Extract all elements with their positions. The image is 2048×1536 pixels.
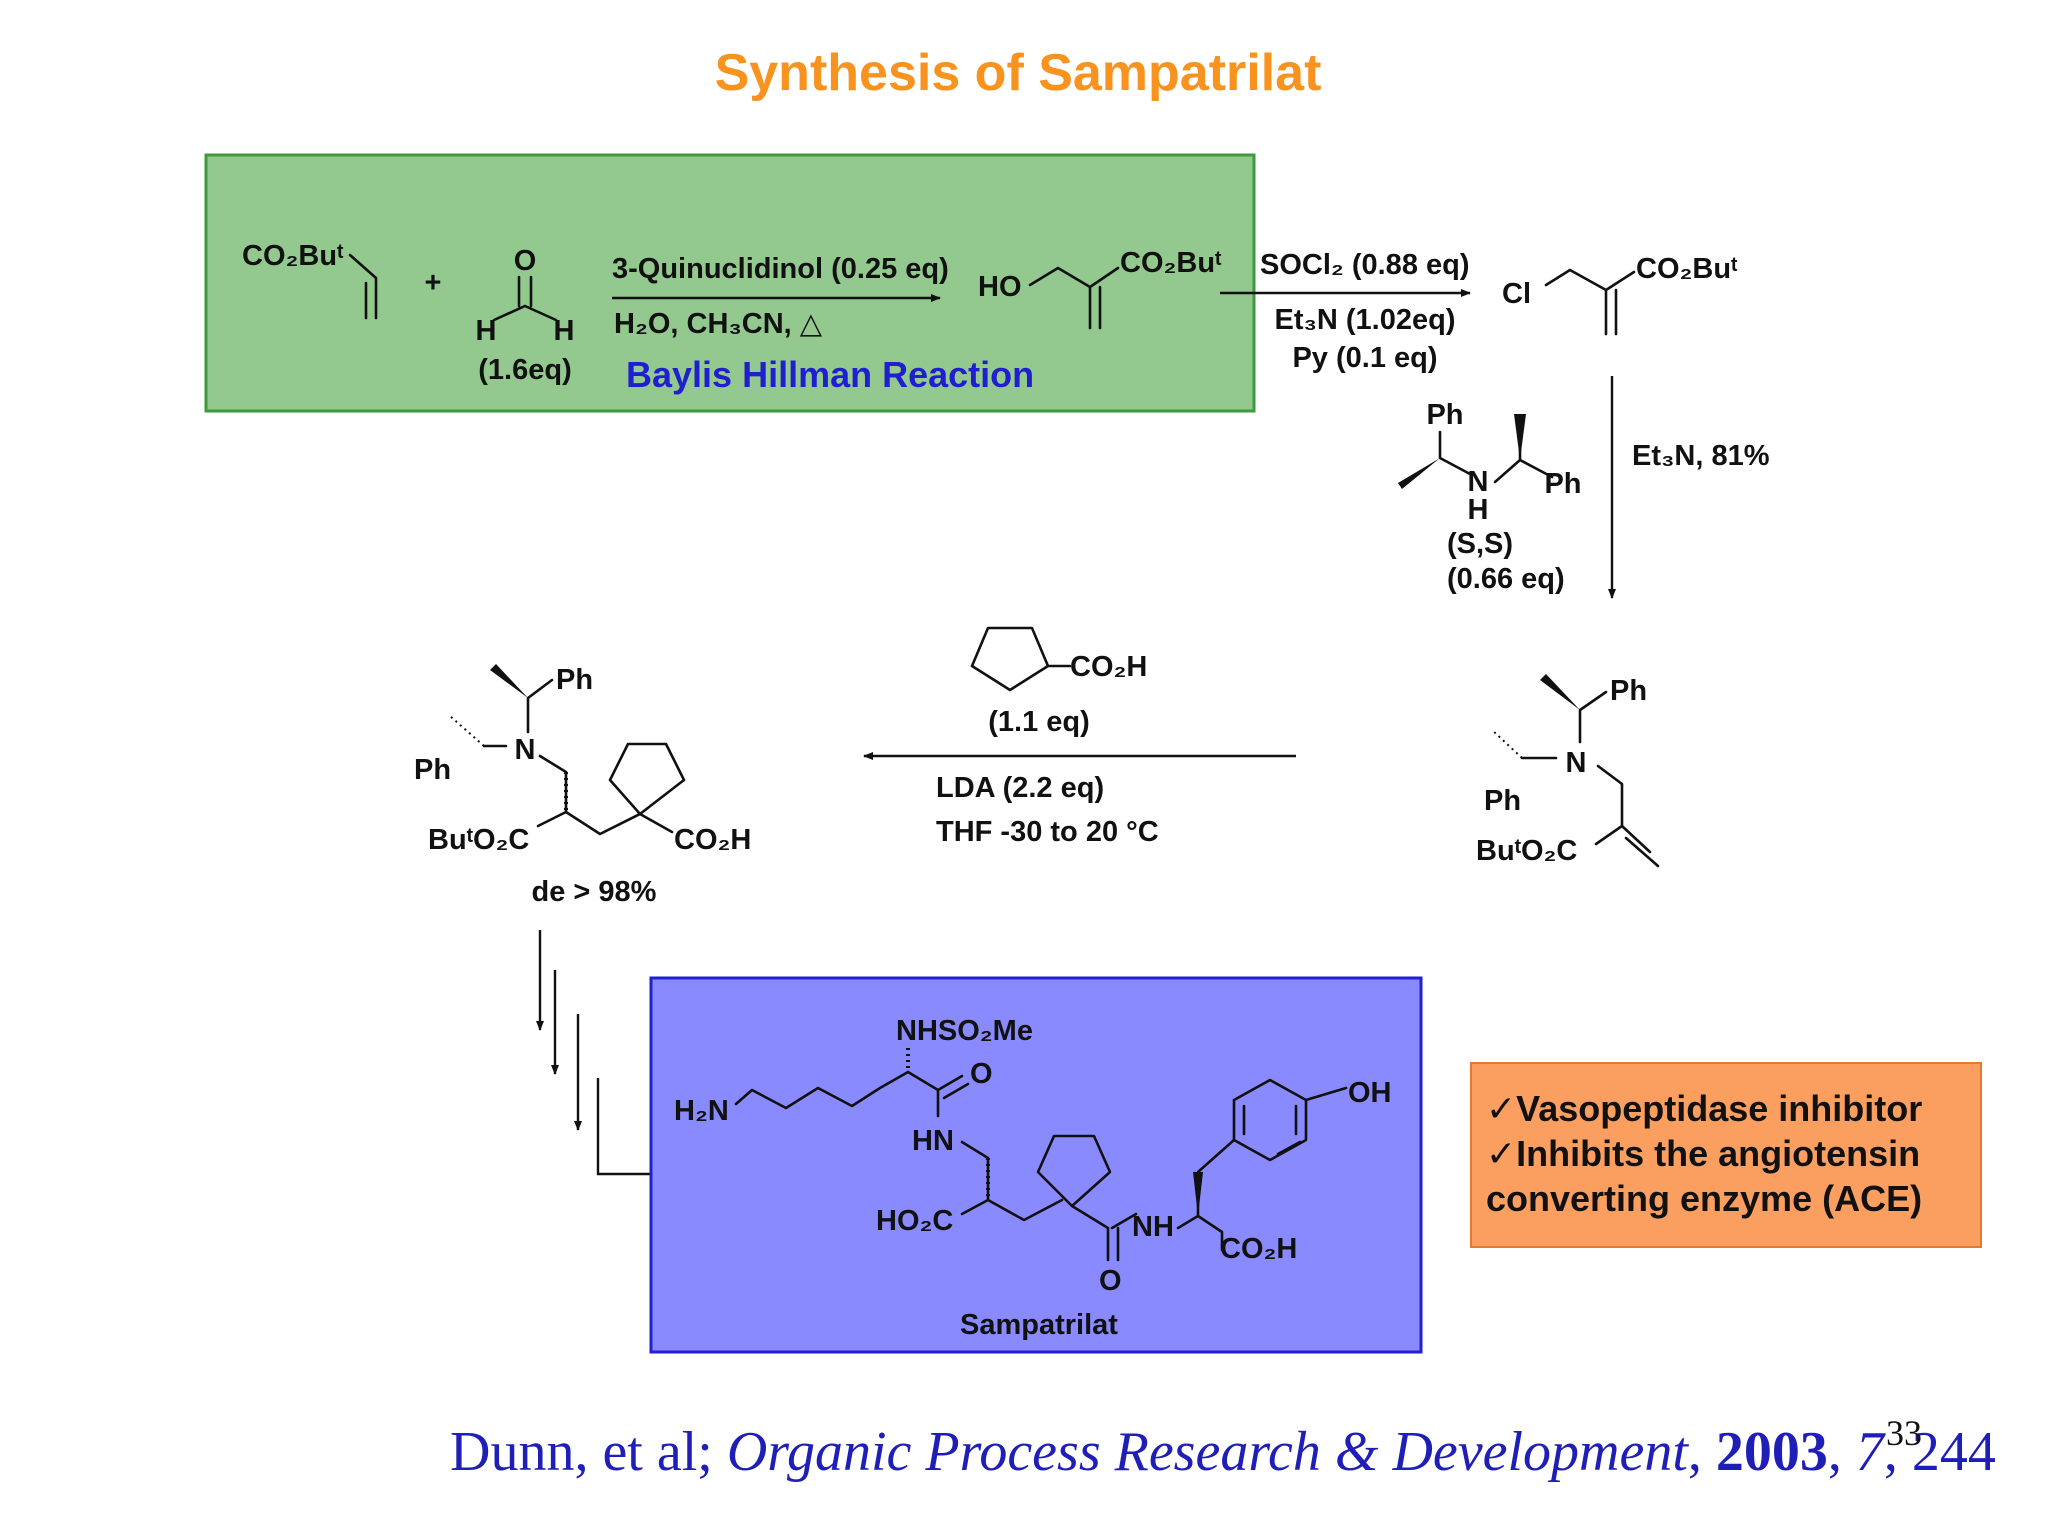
- tyrosine-wedge: [1193, 1172, 1203, 1216]
- allylamine-hash: [1491, 729, 1523, 759]
- amide-oxygen-top: O: [970, 1058, 993, 1090]
- alkyl-ester: BuᵗO₂C: [428, 824, 529, 856]
- citation-sep: ,: [1687, 1421, 1716, 1483]
- citation-year: 2003: [1715, 1421, 1828, 1483]
- alkyl-cyclopentane: [608, 742, 686, 834]
- amide-nh-left: HN: [912, 1125, 954, 1157]
- diastereomeric-excess: de > 98%: [532, 876, 657, 908]
- amide-nh-right: NH: [1132, 1211, 1174, 1243]
- tert-butyl-acrylate: CO₂Buᵗ: [242, 240, 378, 320]
- chlorine-label: Cl: [1502, 278, 1531, 310]
- step1-reagent-catalyst: 3-Quinuclidinol (0.25 eq): [612, 253, 949, 285]
- acrylate-ester-label: CO₂Buᵗ: [242, 240, 344, 272]
- page-number: 33: [1886, 1413, 1922, 1453]
- amine-ph-left: Ph: [1426, 399, 1463, 431]
- alkylated-intermediate: Ph N Ph BuᵗO₂C CO₂H de > 98%: [414, 664, 751, 908]
- amide-oxygen-bottom: O: [1099, 1265, 1122, 1297]
- allylamine-ph-top: Ph: [1610, 675, 1647, 707]
- product-name: Sampatrilat: [960, 1309, 1118, 1341]
- cyclopentane-carboxylic-acid: CO₂H: [970, 626, 1147, 692]
- alkyl-nitrogen: N: [515, 734, 536, 766]
- alkyl-ph-top: Ph: [556, 664, 593, 696]
- citation-journal: Organic Process Research & Development: [726, 1421, 1688, 1483]
- citation-authors: Dunn, et al;: [450, 1421, 727, 1483]
- allylic-amine-intermediate: Ph N Ph BuᵗO₂C: [1476, 674, 1660, 868]
- chiral-amine: Ph N H Ph (S,S) (0.66 eq): [1398, 399, 1582, 595]
- step4-reagent-thf: THF -30 to 20 °C: [936, 816, 1159, 848]
- amine-nitrogen: N: [1468, 466, 1489, 498]
- reaction-name: Baylis Hillman Reaction: [626, 354, 1034, 395]
- allylamine-ph-bottom: Ph: [1484, 785, 1521, 817]
- wedge-bond-right: [1514, 414, 1526, 460]
- properties-note-box: ✓Vasopeptidase inhibitor ✓Inhibits the a…: [1470, 1062, 1982, 1248]
- bh-ester-label: CO₂Buᵗ: [1120, 247, 1222, 279]
- note-line-1: ✓Vasopeptidase inhibitor: [1486, 1088, 1923, 1129]
- alkyl-ph-bottom: Ph: [414, 754, 451, 786]
- hydroxyl-label: HO: [978, 271, 1022, 303]
- allylamine-wedge: [1540, 674, 1580, 710]
- citation-volume: 7: [1855, 1421, 1884, 1483]
- alkyl-acid: CO₂H: [674, 824, 751, 856]
- baylis-hillman-box: [204, 153, 1256, 413]
- citation-sep2: ,: [1827, 1421, 1856, 1483]
- step2-reagent-pyridine: Py (0.1 eq): [1292, 342, 1437, 374]
- note-line-2: ✓Inhibits the angiotensin: [1486, 1133, 1921, 1174]
- amine-equivalents: (0.66 eq): [1447, 563, 1565, 595]
- citation-pages: , 244: [1883, 1421, 1996, 1483]
- step3-reagent: Et₃N, 81%: [1632, 440, 1770, 472]
- step4-equivalents: (1.1 eq): [988, 706, 1090, 738]
- amine-ph-right: Ph: [1544, 468, 1581, 500]
- aldehyde-h-right: H: [554, 315, 575, 347]
- wedge-bond-left: [1398, 458, 1440, 489]
- citation: Dunn, et al; Organic Process Research & …: [450, 1420, 1996, 1484]
- baylis-hillman-product: HO CO₂Buᵗ: [978, 247, 1222, 330]
- step2-reagent-et3n: Et₃N (1.02eq): [1274, 304, 1455, 336]
- step4-reagent-lda: LDA (2.2 eq): [936, 772, 1104, 804]
- step2-reagent-socl2: SOCl₂ (0.88 eq): [1260, 249, 1470, 281]
- product-cyclopentane: [1036, 1134, 1112, 1208]
- allyl-chloride: Cl CO₂Buᵗ: [1502, 253, 1738, 336]
- step1-reagent-solvent: H₂O, CH₃CN, △: [614, 308, 823, 340]
- cp-acid-label: CO₂H: [1070, 651, 1147, 683]
- formaldehyde: O H H (1.6eq): [476, 245, 575, 386]
- note-line-3: converting enzyme (ACE): [1486, 1178, 1923, 1219]
- sulfonamide-label: NHSO₂Me: [896, 1015, 1033, 1047]
- allylamine-ester: BuᵗO₂C: [1476, 835, 1577, 867]
- sampatrilat-structure: NHSO₂Me H₂N O HN HO₂C O NH CO₂H OH Sampa…: [674, 1015, 1392, 1341]
- product-acid-left: HO₂C: [876, 1205, 953, 1237]
- alkyl-wedge: [490, 664, 528, 698]
- sampatrilat-box: [649, 976, 1423, 1354]
- phenol-ring: [1232, 1078, 1348, 1162]
- page-title: Synthesis of Sampatrilat: [715, 44, 1322, 102]
- plus-sign: +: [425, 267, 442, 299]
- alkyl-hash: [449, 715, 485, 747]
- aldehyde-oxygen: O: [514, 245, 537, 277]
- allylamine-nitrogen: N: [1566, 747, 1587, 779]
- chloride-ester-label: CO₂Buᵗ: [1636, 253, 1738, 285]
- amine-terminal: H₂N: [674, 1095, 729, 1127]
- aldehyde-equivalents: (1.6eq): [478, 354, 571, 386]
- phenol-oh: OH: [1348, 1077, 1392, 1109]
- aldehyde-h-left: H: [476, 315, 497, 347]
- product-acid-right: CO₂H: [1220, 1233, 1297, 1265]
- amine-hydrogen: H: [1468, 494, 1489, 526]
- amine-stereo: (S,S): [1447, 528, 1513, 560]
